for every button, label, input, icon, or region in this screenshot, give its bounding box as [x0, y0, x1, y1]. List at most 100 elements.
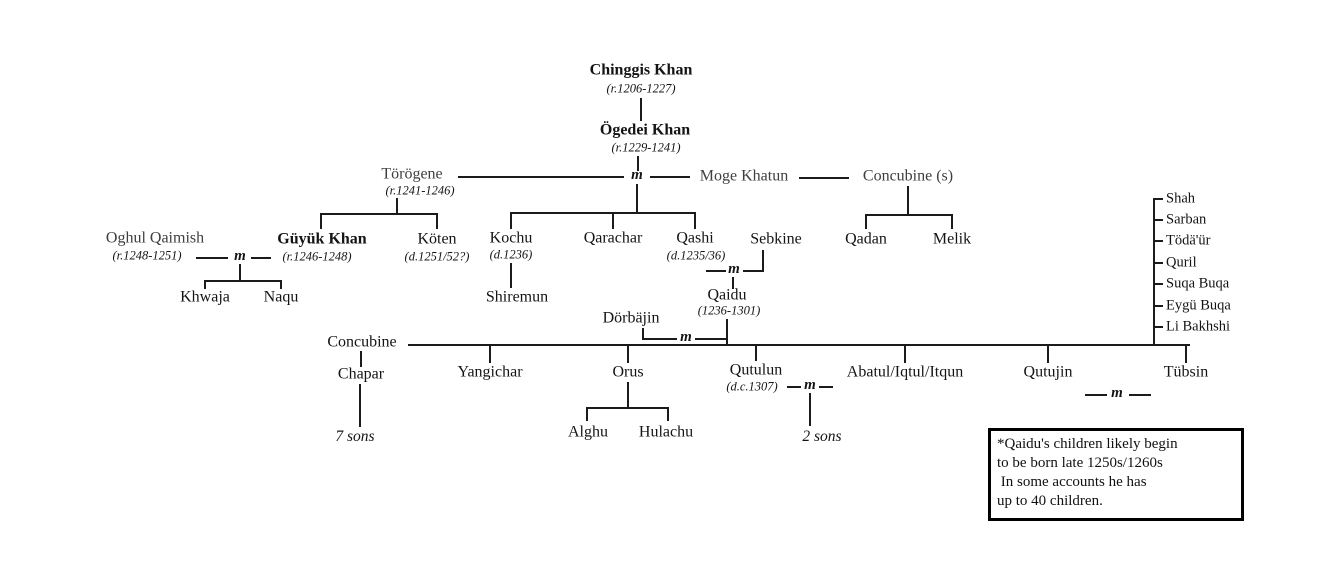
dates-qashi: (d.1235/36) [666, 248, 726, 263]
line-chapar-sons [359, 384, 361, 427]
note-line: *Qaidu's children likely begin [997, 436, 1178, 452]
person-qaidu: Qaidu [707, 286, 747, 304]
dates-qutulun: (d.c.1307) [726, 379, 778, 394]
person-torogene: Törögene [381, 165, 443, 183]
marriage-symbol: m [680, 329, 692, 346]
person-chinggis-khan: Chinggis Khan [589, 61, 693, 79]
line-tick-hulachu [667, 407, 669, 421]
line-m-tubsin [1129, 394, 1151, 396]
line-moge-concubines [799, 177, 849, 179]
line-tick-eygu-buqa [1153, 305, 1163, 307]
person-naqu: Naqu [263, 288, 299, 306]
line-tick-tubsin [1185, 344, 1187, 363]
line-tick-suqa-buqa [1153, 283, 1163, 285]
note-line: to be born late 1250s/1260s [997, 455, 1163, 471]
line-kochu-shiremun [510, 263, 512, 288]
line-oghul-m [196, 257, 228, 259]
line-tick-orus [627, 344, 629, 363]
person-koten: Köten [417, 230, 457, 248]
dates-guyuk-khan: (r.1246-1248) [282, 249, 352, 264]
line-concubine-chapar [360, 351, 362, 367]
line-tick-abatul [904, 344, 906, 363]
line-tick-todaur [1153, 240, 1163, 242]
line-tick-guyuk [320, 213, 322, 229]
line-concubines-down [907, 186, 909, 215]
dates-qaidu: (1236-1301) [697, 303, 761, 318]
person-ogedei-khan: Ögedei Khan [599, 121, 691, 139]
label-seven-sons: 7 sons [335, 427, 375, 445]
line-m-abatul [819, 386, 833, 388]
note-line: up to 40 children. [997, 493, 1103, 509]
person-concubines: Concubine (s) [862, 167, 954, 185]
person-li-bakhshi: Li Bakhshi [1166, 318, 1231, 335]
person-yangichar: Yangichar [457, 363, 523, 381]
person-moge-khatun: Moge Khatun [699, 167, 789, 185]
line-tick-melik [951, 214, 953, 229]
line-bracket-vertical [1153, 198, 1155, 345]
line-chinggis-ogedei [640, 98, 642, 121]
line-tick-shah [1153, 198, 1163, 200]
person-todaur: Tödä'ür [1166, 232, 1211, 249]
person-concubine: Concubine [327, 333, 397, 351]
person-qutulun: Qutulun [729, 361, 783, 379]
line-qashi-m [706, 270, 726, 272]
line-tick-qadan [865, 214, 867, 229]
line-m-two-sons [809, 393, 811, 426]
person-qarachar: Qarachar [583, 229, 643, 247]
marriage-symbol: m [1111, 385, 1123, 402]
marriage-symbol: m [234, 248, 246, 265]
line-tick-alghu [586, 407, 588, 421]
line-tick-qutulun [755, 344, 757, 361]
line-alghu-hulachu-bar [586, 407, 669, 409]
line-tick-quril [1153, 262, 1163, 264]
marriage-symbol: m [804, 377, 816, 394]
line-marriage-moge [650, 176, 690, 178]
person-qutujin: Qutujin [1023, 363, 1073, 381]
person-alghu: Alghu [568, 423, 608, 441]
person-tubsin: Tübsin [1163, 363, 1209, 381]
person-suqa-buqa: Suqa Buqa [1166, 275, 1230, 292]
line-tick-koten [436, 213, 438, 229]
label-two-sons: 2 sons [802, 427, 842, 445]
line-orus-down [627, 382, 629, 408]
line-torogene-marriage [458, 176, 624, 178]
person-dorbajin: Dörbäjin [602, 309, 660, 327]
dates-torogene: (r.1241-1246) [385, 183, 455, 198]
marriage-symbol: m [728, 261, 740, 278]
line-tick-qarachar [612, 212, 614, 229]
line-qaidu-children-bar [408, 344, 1190, 346]
dates-kochu: (d.1236) [489, 247, 533, 262]
line-m-guyuk-down [239, 264, 241, 281]
person-oghul-qaimish: Oghul Qaimish [105, 229, 205, 247]
line-tick-qutujin [1047, 344, 1049, 363]
line-tick-sarban [1153, 219, 1163, 221]
person-abatul: Abatul/Iqtul/Itqun [846, 363, 964, 381]
person-chapar: Chapar [337, 365, 385, 383]
line-khwaja-naqu-bar [204, 280, 282, 282]
person-melik: Melik [932, 230, 972, 248]
line-torogene-down [396, 198, 398, 214]
line-m-qaidu [732, 277, 734, 289]
person-quril: Quril [1166, 254, 1197, 271]
dates-oghul-qaimish: (r.1248-1251) [112, 248, 182, 263]
line-m-sebkine [743, 270, 764, 272]
dates-koten: (d.1251/52?) [404, 249, 470, 264]
line-torogene-children-bar [320, 213, 438, 215]
person-kochu: Kochu [489, 229, 533, 247]
person-guyuk-khan: Güyük Khan [277, 230, 367, 248]
person-khwaja: Khwaja [180, 288, 230, 306]
person-eygu-buqa: Eygü Buqa [1166, 297, 1231, 314]
line-qaidu-generation [726, 319, 728, 346]
line-qadan-melik-bar [865, 214, 953, 216]
person-orus: Orus [612, 363, 644, 381]
person-shah: Shah [1166, 190, 1195, 207]
line-m-guyuk [251, 257, 271, 259]
line-ogedei-children-bar [510, 212, 696, 214]
line-tick-khwaja [204, 280, 206, 289]
line-m-qaidu-down [695, 338, 728, 340]
person-shiremun: Shiremun [485, 288, 549, 306]
line-ogedei-marriage [637, 156, 639, 171]
line-qutulun-m [787, 386, 801, 388]
dates-ogedei-khan: (r.1229-1241) [611, 140, 681, 155]
